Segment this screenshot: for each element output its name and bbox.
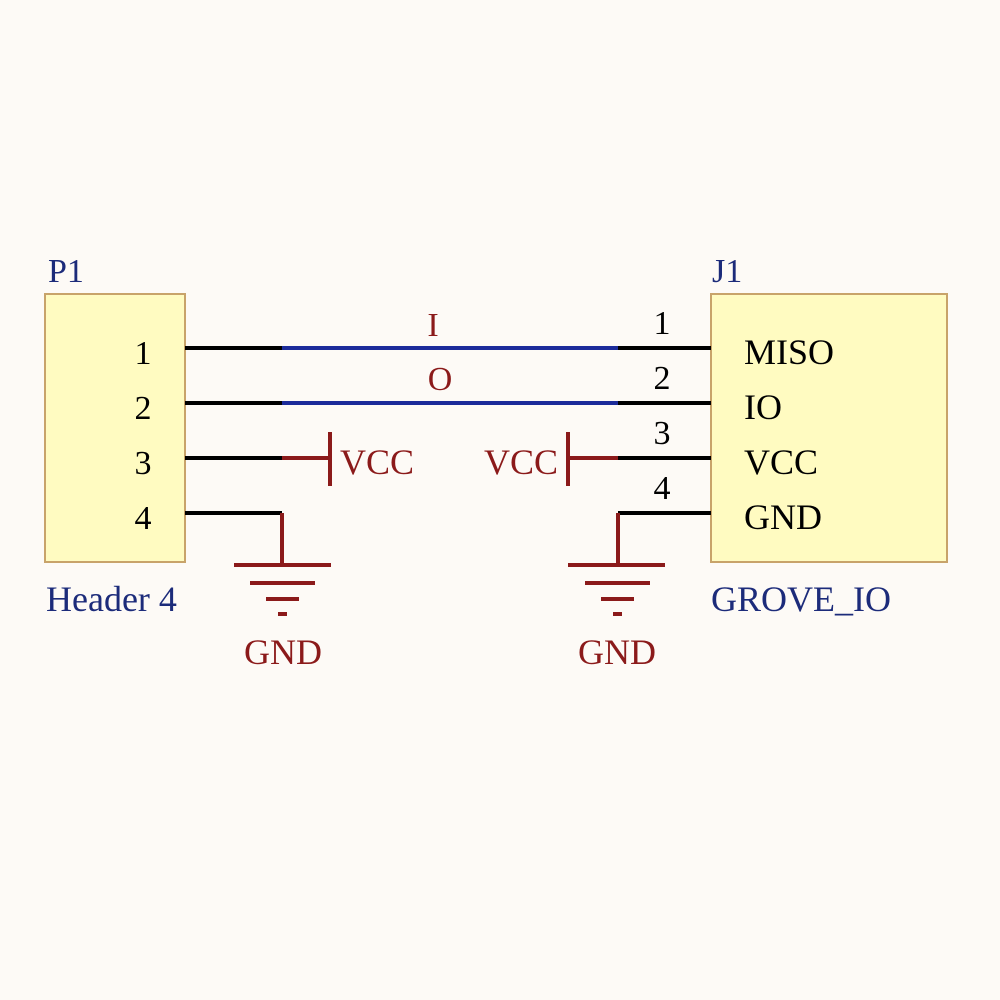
j1-pin-name: VCC <box>744 442 818 482</box>
net-label-i: I <box>427 307 438 344</box>
j1-pin-number: 2 <box>654 360 671 397</box>
j1-pin-number: 3 <box>654 415 671 452</box>
p1-component: P1 Header 4 1 2 3 4 <box>44 253 186 619</box>
wire-net-o: O <box>185 361 711 405</box>
j1-body <box>710 293 948 563</box>
net-label-o: O <box>428 361 453 398</box>
j1-component: J1 GROVE_IO 1 2 3 4 MISO IO VCC GND <box>654 253 948 619</box>
wire-net-i: I <box>185 307 711 350</box>
j1-pin-name: GND <box>744 497 822 537</box>
p1-body <box>44 293 186 563</box>
j1-comment: GROVE_IO <box>711 579 891 619</box>
vcc-symbol-left: VCC <box>185 432 414 486</box>
p1-pin-number: 3 <box>135 445 152 482</box>
gnd-label-right: GND <box>578 632 656 672</box>
j1-pin-number: 1 <box>654 305 671 342</box>
gnd-symbol-right: GND <box>568 511 711 672</box>
p1-designator: P1 <box>48 253 84 290</box>
p1-pin-number: 1 <box>135 335 152 372</box>
j1-pin-name: MISO <box>744 332 834 372</box>
gnd-label-left: GND <box>244 632 322 672</box>
p1-pin-number: 4 <box>135 500 152 537</box>
p1-comment: Header 4 <box>46 579 177 619</box>
j1-pin-number: 4 <box>654 470 671 507</box>
vcc-label-left: VCC <box>340 442 414 482</box>
gnd-symbol-left: GND <box>185 511 331 672</box>
j1-designator: J1 <box>712 253 742 290</box>
vcc-label-right: VCC <box>484 442 558 482</box>
j1-pin-name: IO <box>744 387 782 427</box>
vcc-symbol-right: VCC <box>484 432 711 486</box>
p1-pin-number: 2 <box>135 390 152 427</box>
